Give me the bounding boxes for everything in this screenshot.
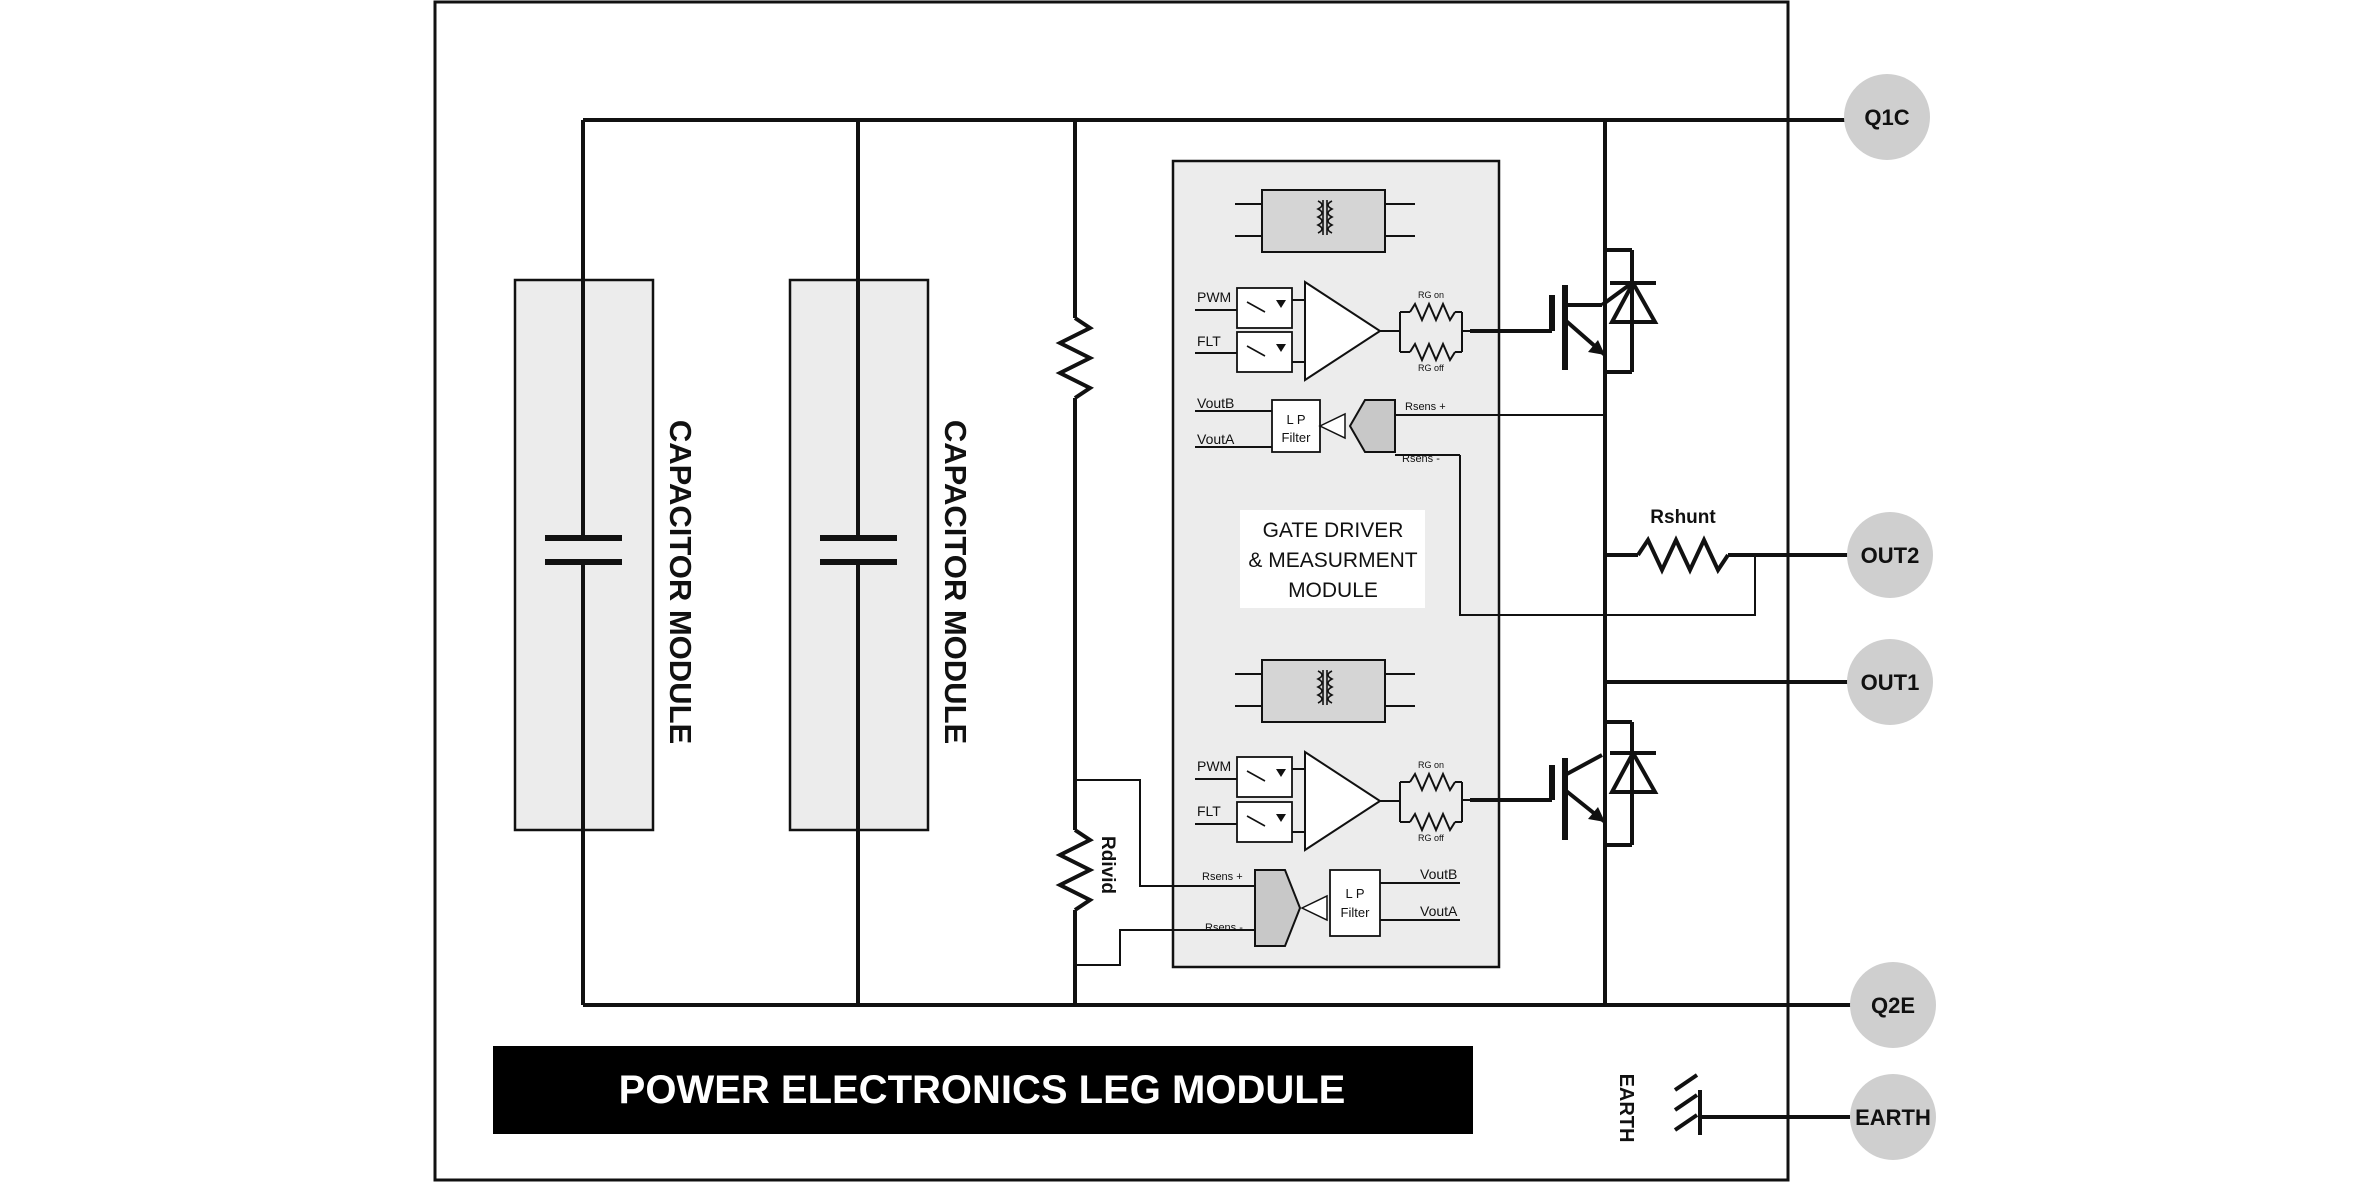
rg-off-label-lower: RG off [1418,833,1444,843]
sense-amplifier-upper [1318,399,1605,456]
sense-amplifier-lower [1254,869,1328,947]
flt-label-upper: FLT [1197,333,1221,349]
voutb-label-lower: VoutB [1420,866,1457,882]
terminal-earth[interactable]: EARTH [1850,1074,1936,1160]
vouta-label-upper: VoutA [1197,431,1235,447]
terminal-out2-label: OUT2 [1861,543,1920,568]
rg-off-label-upper: RG off [1418,363,1444,373]
capacitor-module-2-label: CAPACITOR MODULE [938,420,973,744]
igbt-lower-symbol [1470,720,1659,847]
earth-label: EARTH [1615,1074,1637,1143]
isolation-transformer-lower [1235,659,1415,723]
rsens-minus-label-lower: Rsens - [1205,922,1243,934]
gate-driver-label-line2: & MEASURMENT [1248,549,1417,572]
terminal-q2e-label: Q2E [1871,993,1915,1018]
rdivid-label: Rdivid [1097,836,1118,894]
lp-filter-upper-box [1195,399,1321,453]
terminal-q1c[interactable]: Q1C [1844,74,1930,160]
terminal-earth-label: EARTH [1855,1105,1931,1130]
terminal-q2e[interactable]: Q2E [1850,962,1936,1048]
pwm-label-upper: PWM [1197,289,1231,305]
igbt-upper-symbol [1470,248,1659,374]
terminal-out1-label: OUT1 [1861,670,1920,695]
rg-on-label-lower: RG on [1418,760,1444,770]
gate-driver-label-line3: MODULE [1288,579,1378,602]
lp-filter-lower-line2: Filter [1341,905,1371,920]
earth-symbol [1673,1073,1702,1135]
lp-filter-upper-line1: L P [1286,412,1305,427]
optocouplers-lower [1195,756,1305,843]
voltage-divider-branch [1055,120,1255,1005]
lp-filter-upper-line2: Filter [1282,430,1312,445]
rsens-plus-label-upper: Rsens + [1405,401,1446,413]
module-frame [433,0,1790,1182]
capacitor-module-1-label: CAPACITOR MODULE [663,420,698,744]
gate-resistors-lower [1400,771,1472,833]
rsens-plus-label-lower: Rsens + [1202,871,1243,883]
driver-amplifier-upper [1304,280,1401,382]
rshunt-label: Rshunt [1650,507,1716,528]
lp-filter-lower-line1: L P [1345,886,1364,901]
title-banner-text: POWER ELECTRONICS LEG MODULE [619,1068,1346,1112]
driver-amplifier-lower [1304,750,1401,852]
isolation-transformer-upper [1235,189,1415,253]
gate-driver-label-line1: GATE DRIVER [1263,519,1404,542]
capacitor-1-symbol [545,120,622,1005]
voutb-label-upper: VoutB [1197,395,1234,411]
capacitor-2-symbol [820,120,897,1005]
title-banner [493,1046,1473,1134]
optocouplers-upper [1195,287,1305,373]
terminal-out1[interactable]: OUT1 [1847,639,1933,725]
shunt-resistor [1459,455,1850,616]
gate-resistors-upper [1400,301,1472,363]
lp-filter-lower-box [1329,869,1460,937]
rg-on-label-upper: RG on [1418,290,1444,300]
gate-driver-label-bg [1240,510,1425,608]
rsens-minus-label-upper: Rsens - [1402,453,1440,465]
flt-label-lower: FLT [1197,803,1221,819]
vouta-label-lower: VoutA [1420,903,1458,919]
pwm-label-lower: PWM [1197,758,1231,774]
terminal-q1c-label: Q1C [1864,105,1909,130]
terminal-out2[interactable]: OUT2 [1847,512,1933,598]
